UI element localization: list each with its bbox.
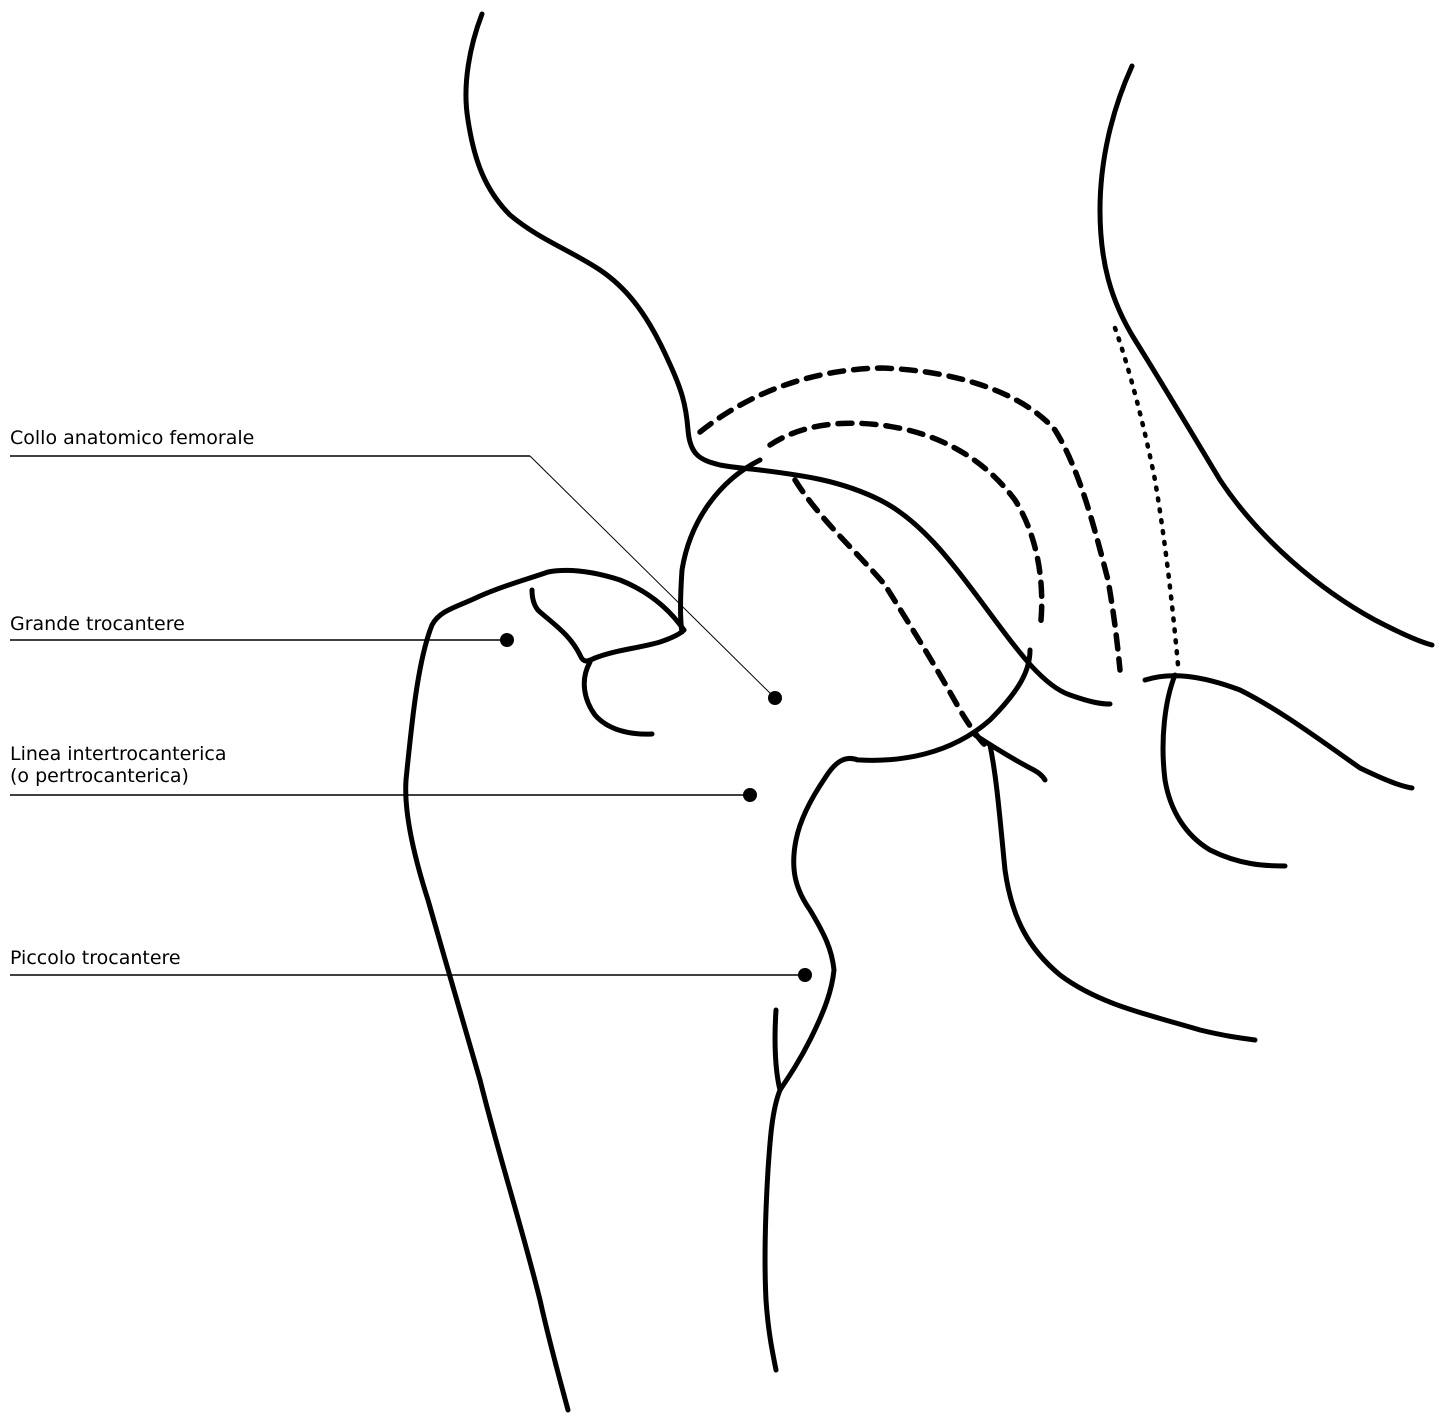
femur-lateral-outline bbox=[406, 570, 684, 1410]
neck-leader-diagonal bbox=[530, 456, 775, 698]
greater-trochanter-marker-dot bbox=[500, 633, 514, 647]
pubis-outline bbox=[1145, 676, 1412, 788]
label-greater-trochanter: Grande trocantere bbox=[10, 614, 185, 634]
label-intertrochanteric-line: Linea intertrocanterica bbox=[10, 744, 226, 764]
neck-marker-dot bbox=[768, 691, 782, 705]
lesser-trochanter-spur bbox=[775, 1010, 780, 1090]
label-lesser-trochanter: Piccolo trocantere bbox=[10, 948, 181, 968]
acetabulum-inner-dashed bbox=[770, 423, 1042, 630]
acetabulum-lower-rim bbox=[975, 735, 1045, 780]
label-intertrochanteric-line-alt: (o pertrocanterica) bbox=[10, 766, 189, 786]
femoral-head bbox=[681, 460, 1031, 760]
femur-medial-outline bbox=[765, 758, 858, 1370]
lesser-trochanter-marker-dot bbox=[798, 968, 812, 982]
ischium-outline bbox=[990, 745, 1255, 1040]
trochanter-lower-notch bbox=[584, 662, 652, 734]
label-neck: Collo anatomico femorale bbox=[10, 428, 254, 448]
femoral-neck-dashed bbox=[795, 480, 985, 745]
intertrochanteric-marker-dot bbox=[743, 788, 757, 802]
pelvis-outline bbox=[466, 14, 1110, 704]
trochanteric-fossa bbox=[532, 590, 684, 661]
pelvis-right-outline bbox=[1100, 66, 1432, 645]
dotted-line-right bbox=[1115, 328, 1178, 665]
